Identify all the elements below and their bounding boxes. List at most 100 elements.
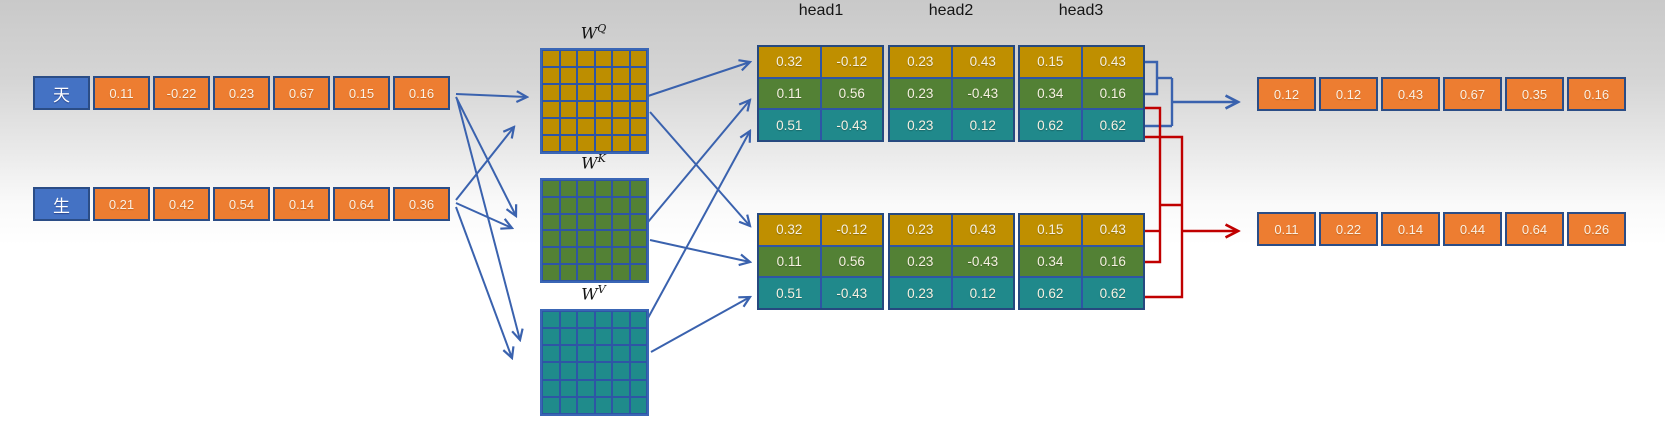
weight-cell <box>578 397 594 413</box>
weight-cell <box>595 51 611 66</box>
output-vector-row-1: 0.12 0.12 0.43 0.67 0.35 0.16 <box>1257 77 1626 111</box>
head-cell: -0.43 <box>952 246 1013 277</box>
weight-matrix-label-v: WV <box>581 283 606 304</box>
vector-cell: 0.16 <box>1567 77 1626 111</box>
head-cell: 0.23 <box>890 110 951 140</box>
weight-cell <box>543 85 559 100</box>
weight-cell <box>595 329 611 345</box>
head-cell: -0.43 <box>952 78 1013 109</box>
weight-cell <box>543 119 559 134</box>
head-cell: 0.16 <box>1082 78 1143 109</box>
head-cell: 0.62 <box>1020 278 1081 308</box>
weight-cell <box>578 181 594 196</box>
vector-cell: 0.12 <box>1319 77 1378 111</box>
vector-cell: 0.44 <box>1443 212 1502 246</box>
weight-cell <box>578 346 594 362</box>
weight-cell <box>543 248 559 264</box>
vector-cell: -0.22 <box>153 76 210 110</box>
weight-cell <box>543 265 559 280</box>
weight-cell <box>613 397 629 413</box>
weight-cell <box>613 248 629 264</box>
weight-cell <box>578 102 594 117</box>
head-cell: 0.56 <box>821 246 882 277</box>
weight-cell <box>560 265 576 280</box>
head-cell: -0.43 <box>821 278 882 308</box>
head1-label: head1 <box>798 2 844 19</box>
weight-cell <box>560 380 576 396</box>
weight-cell <box>543 181 559 196</box>
head-cell: 0.23 <box>890 278 951 308</box>
vector-cell: 0.64 <box>1505 212 1564 246</box>
vector-cell: 0.43 <box>1381 77 1440 111</box>
head-cell: 0.23 <box>890 215 951 245</box>
weight-cell <box>613 68 629 83</box>
weight-cell <box>595 312 611 328</box>
weight-cell <box>543 363 559 379</box>
weight-cell <box>543 51 559 66</box>
weight-cell <box>543 214 559 230</box>
weight-cell <box>578 265 594 280</box>
head-cell: 0.34 <box>1020 246 1081 277</box>
weight-cell <box>560 312 576 328</box>
head-cell: 0.51 <box>759 110 820 140</box>
vector-cell: 0.11 <box>1257 212 1316 246</box>
weight-cell <box>595 102 611 117</box>
weight-cell <box>560 214 576 230</box>
weight-cell <box>630 346 646 362</box>
weight-cell <box>578 248 594 264</box>
weight-cell <box>613 380 629 396</box>
weight-cell <box>543 136 559 151</box>
token-cell: 天 <box>33 76 90 110</box>
vector-cell: 0.23 <box>213 76 270 110</box>
vector-cell: 0.12 <box>1257 77 1316 111</box>
head-cell: 0.15 <box>1020 215 1081 245</box>
weight-cell <box>613 312 629 328</box>
weight-cell <box>595 68 611 83</box>
weight-cell <box>613 329 629 345</box>
head-matrix-top-1: 0.32 -0.12 0.11 0.56 0.51 -0.43 <box>757 45 884 142</box>
weight-cell <box>578 214 594 230</box>
head-cell: 0.62 <box>1082 110 1143 140</box>
weight-cell <box>543 397 559 413</box>
head-cell: 0.23 <box>890 47 951 77</box>
weight-cell <box>630 329 646 345</box>
weight-cell <box>595 380 611 396</box>
weight-cell <box>630 380 646 396</box>
weight-cell <box>543 231 559 247</box>
weight-cell <box>560 102 576 117</box>
head-cell: -0.12 <box>821 215 882 245</box>
weight-cell <box>543 197 559 213</box>
weight-cell <box>560 51 576 66</box>
head-matrix-bottom-2: 0.23 0.43 0.23 -0.43 0.23 0.12 <box>888 213 1015 310</box>
head-matrix-top-2: 0.23 0.43 0.23 -0.43 0.23 0.12 <box>888 45 1015 142</box>
weight-cell <box>595 214 611 230</box>
weight-cell <box>578 363 594 379</box>
head-cell: 0.12 <box>952 278 1013 308</box>
weight-cell <box>630 136 646 151</box>
weight-cell <box>613 231 629 247</box>
weight-cell <box>595 363 611 379</box>
weight-matrix-q <box>540 48 649 154</box>
head-cell: 0.62 <box>1020 110 1081 140</box>
weight-cell <box>595 248 611 264</box>
vector-cell: 0.11 <box>93 76 150 110</box>
weight-cell <box>560 85 576 100</box>
weight-cell <box>543 68 559 83</box>
token-vector-row-1: 天 0.11 -0.22 0.23 0.67 0.15 0.16 <box>33 76 450 110</box>
head-cell: 0.11 <box>759 78 820 109</box>
weight-cell <box>543 312 559 328</box>
weight-cell <box>630 51 646 66</box>
weight-cell <box>630 231 646 247</box>
weight-cell <box>630 102 646 117</box>
weight-cell <box>630 181 646 196</box>
weight-cell <box>560 329 576 345</box>
head-cell: 0.43 <box>1082 47 1143 77</box>
weight-cell <box>595 181 611 196</box>
head-matrix-top-3: 0.15 0.43 0.34 0.16 0.62 0.62 <box>1018 45 1145 142</box>
weight-cell <box>613 214 629 230</box>
head3-label: head3 <box>1058 2 1104 19</box>
weight-cell <box>578 231 594 247</box>
weight-cell <box>595 119 611 134</box>
weight-cell <box>613 363 629 379</box>
